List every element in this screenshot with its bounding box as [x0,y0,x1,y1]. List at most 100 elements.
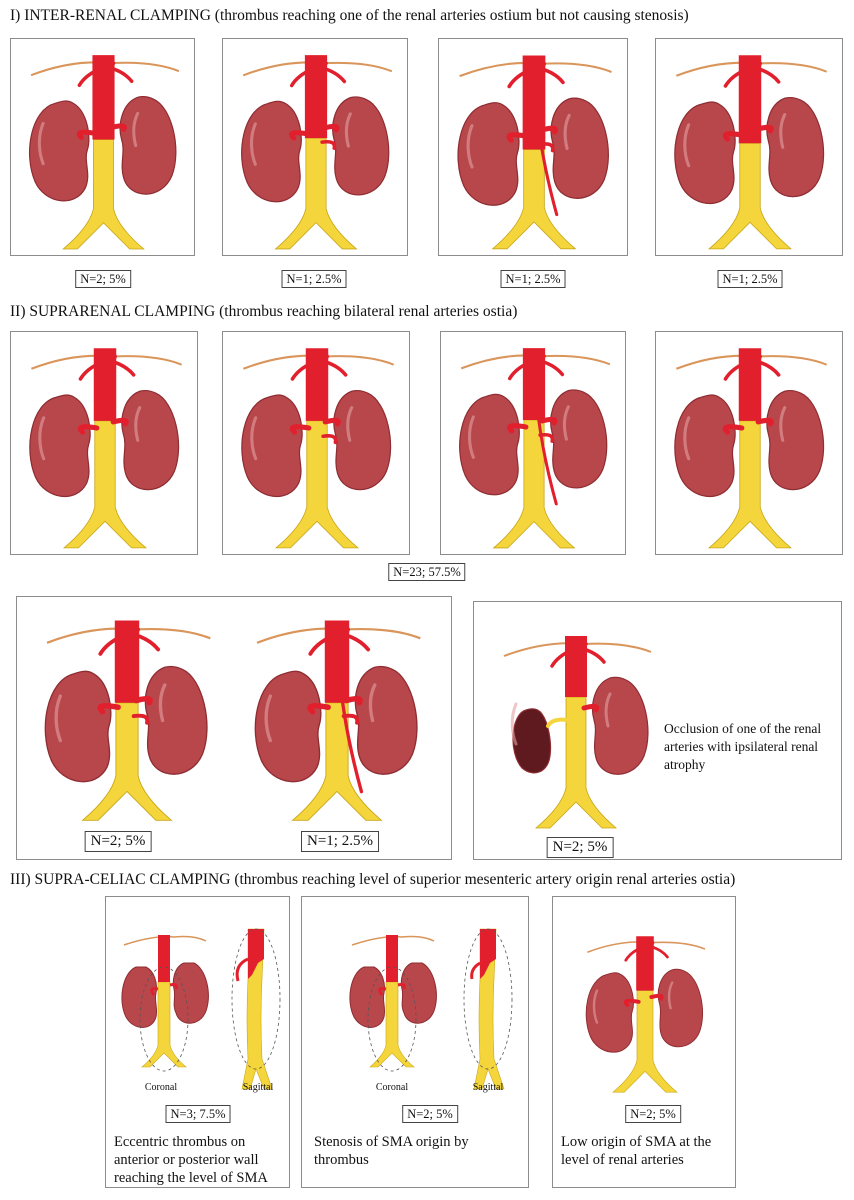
kidney-highlight [264,694,273,743]
left-kidney [44,670,112,783]
kidney-highlight [158,683,167,723]
left-renal-artery [289,130,311,141]
branch-artery [534,354,546,377]
sagittal-lumen [480,929,496,979]
right-renal-artery [110,417,129,427]
dashed-outline [231,928,281,1070]
suprarenal-panel-3 [440,331,626,555]
right-renal-artery [321,123,340,133]
suprarenal-panel-2 [222,331,410,555]
right-renal-artery [322,417,341,427]
thrombus-aorta [81,702,173,821]
thrombus-aorta [274,137,358,250]
thrombus-aorta [274,420,360,549]
coronal-illustration [121,935,209,1072]
kidney-illustration [29,348,183,549]
accessory-renal-artery [131,713,150,725]
right-kidney [332,96,390,196]
coronal-label: Coronal [144,1082,178,1093]
renal-occlusion-label: N=2; 5% [546,837,614,858]
thrombus-aorta [707,142,793,250]
kidney-highlight [683,416,691,461]
inter-renal-label-1: N=2; 5% [75,270,131,288]
kidney-highlight [54,694,63,743]
right-kidney [400,962,437,1024]
inferior-mesenteric-artery [534,393,558,506]
dashed-outline [367,966,417,1072]
branch-artery [337,627,351,652]
branch-artery [637,958,645,985]
kidney-highlight [346,406,354,442]
right-renal-artery [397,983,406,990]
branch-artery [308,634,335,656]
supra-celiac-caption-3: Low origin of SMA at the level of renal … [561,1134,712,1168]
renal-occlusion-panel: Occlusion of one of the renal arteries w… [473,601,842,860]
branch-artery [624,946,644,962]
kidney-highlight [132,111,140,148]
coronal-illustration [349,935,437,1072]
supra-celiac-label-3: N=2; 5% [625,1105,681,1123]
kidney-highlight [250,416,258,461]
branch-artery [317,354,330,377]
kidney-illustration [674,348,828,549]
right-kidney [119,96,177,195]
left-renal-artery [150,987,159,996]
kidney-highlight [510,702,518,746]
sagittal-label: Sagittal [472,1082,504,1093]
kidney-highlight [683,123,691,168]
kidney-illustration [459,348,611,549]
branch-artery [103,61,116,83]
inter-renal-label-3: N=1; 2.5% [500,270,566,288]
thrombus-aorta [291,702,383,821]
occluded-renal-artery [546,717,570,728]
left-renal-artery [77,424,100,435]
right-renal-artery [169,983,178,990]
kidney-illustration [674,55,828,250]
branch-artery [105,354,118,377]
branch-artery [93,83,104,116]
kidney-highlight [779,113,787,149]
sma-branch [470,961,481,980]
left-kidney [29,394,91,498]
kidney-highlight [250,122,257,166]
supra-celiac-label-2: N=2; 5% [402,1105,458,1123]
left-kidney [254,670,322,783]
suprarenal-pair-label-1: N=2; 5% [84,831,152,852]
right-renal-artery [755,124,774,134]
branch-artery [523,84,534,118]
sagittal-lumen [248,929,264,979]
right-kidney [766,97,825,198]
left-kidney [674,101,736,205]
branch-artery [316,61,328,84]
right-renal-artery [133,696,153,706]
suprarenal-row-label: N=23; 57.5% [388,563,466,581]
left-kidney [674,394,736,498]
inferior-mesenteric-artery [534,101,559,217]
left-renal-artery [307,702,331,715]
thrombus-aorta [141,981,187,1068]
branch-artery [77,67,102,88]
thrombus-aorta [707,420,793,549]
supra-celiac-panel-1: Coronal Sagittal N=3; 7.5% Eccentric thr… [105,896,290,1188]
right-renal-artery [755,417,774,427]
left-renal-artery [722,131,745,142]
suprarenal-panel-4 [655,331,843,555]
dashed-outline [139,966,189,1072]
right-kidney [550,389,608,489]
supra-celiac-panel-3: N=2; 5% Low origin of SMA at the level o… [552,896,736,1188]
aorta [386,935,398,982]
inter-renal-panel-1 [10,38,195,256]
suprarenal-pair-label-2: N=1; 2.5% [301,831,379,852]
branch-artery [523,376,534,409]
inter-renal-label-2: N=1; 2.5% [281,270,347,288]
supra-celiac-label-1: N=3; 7.5% [165,1105,231,1123]
left-kidney [459,393,520,496]
inter-renal-panel-2 [222,38,408,256]
left-kidney [121,966,158,1028]
right-kidney [333,390,392,491]
branch-artery [507,68,532,89]
kidney-illustration-atrophy [503,636,652,829]
branch-artery [115,651,127,687]
left-kidney [29,100,90,202]
thrombus-aorta [492,419,576,549]
